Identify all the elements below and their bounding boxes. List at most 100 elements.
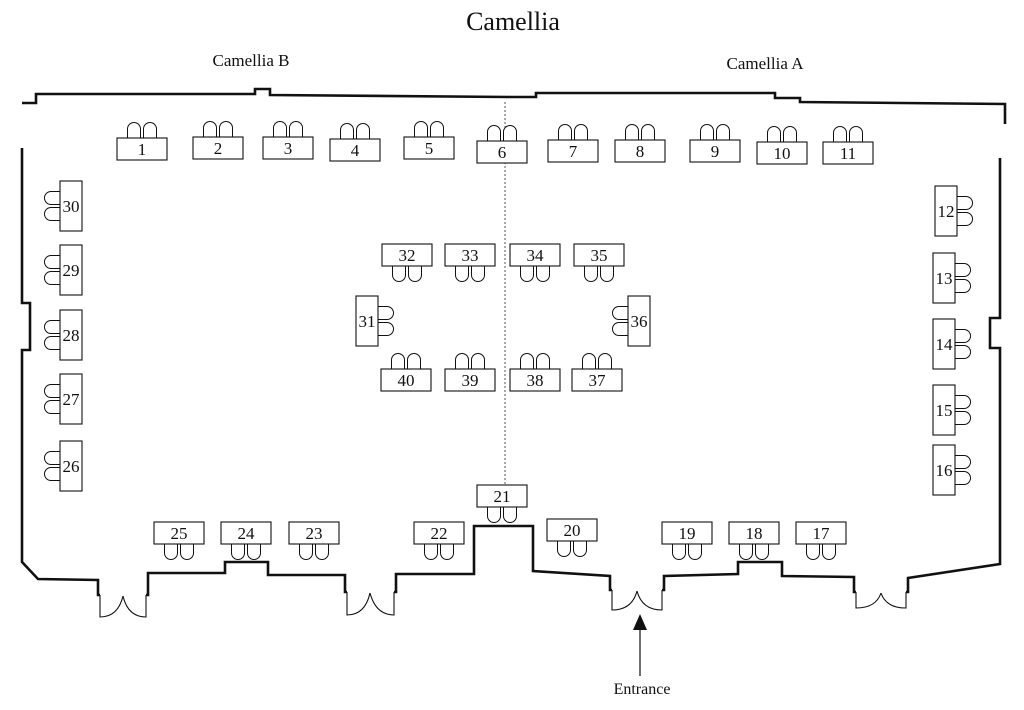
booth-22[interactable]: 22 bbox=[413, 521, 465, 560]
chair-icon bbox=[954, 345, 971, 359]
booth-table bbox=[627, 295, 651, 347]
booth-number: 8 bbox=[636, 142, 645, 161]
booth-number: 3 bbox=[284, 139, 293, 158]
chair-icon bbox=[471, 353, 485, 370]
booth-16[interactable]: 16 bbox=[932, 444, 971, 496]
booth-table bbox=[153, 521, 205, 545]
booth-3[interactable]: 3 bbox=[262, 121, 314, 160]
chair-icon bbox=[44, 191, 61, 205]
booth-13[interactable]: 13 bbox=[932, 252, 971, 304]
booth-table bbox=[728, 521, 780, 545]
chair-icon bbox=[44, 384, 61, 398]
booth-number: 14 bbox=[936, 335, 954, 354]
chair-icon bbox=[954, 411, 971, 425]
booth-8[interactable]: 8 bbox=[614, 124, 666, 163]
chair-icon bbox=[391, 353, 405, 370]
booth-28[interactable]: 28 bbox=[44, 309, 83, 361]
booth-11[interactable]: 11 bbox=[822, 126, 874, 165]
chair-icon bbox=[536, 353, 550, 370]
booth-number: 13 bbox=[936, 269, 953, 288]
top-wall bbox=[22, 87, 1007, 124]
chair-icon bbox=[783, 126, 797, 143]
booth-31[interactable]: 31 bbox=[355, 295, 394, 347]
booth-number: 17 bbox=[813, 524, 831, 543]
booth-17[interactable]: 17 bbox=[795, 521, 847, 560]
chair-icon bbox=[487, 506, 501, 523]
door-southwest bbox=[99, 592, 147, 618]
chair-icon bbox=[625, 124, 639, 141]
booth-12[interactable]: 12 bbox=[934, 185, 973, 237]
chair-icon bbox=[247, 543, 261, 560]
booth-number: 28 bbox=[63, 326, 80, 345]
chair-icon bbox=[143, 122, 157, 139]
booth-40[interactable]: 40 bbox=[380, 353, 432, 392]
booth-number: 15 bbox=[936, 401, 953, 420]
booth-20[interactable]: 20 bbox=[546, 518, 598, 557]
booth-35[interactable]: 35 bbox=[573, 243, 625, 282]
booth-25[interactable]: 25 bbox=[153, 521, 205, 560]
booth-7[interactable]: 7 bbox=[547, 124, 599, 163]
booth-number: 2 bbox=[214, 139, 223, 158]
booth-table bbox=[380, 368, 432, 392]
chair-icon bbox=[954, 263, 971, 277]
booth-34[interactable]: 34 bbox=[509, 243, 561, 282]
booth-23[interactable]: 23 bbox=[288, 521, 340, 560]
chair-icon bbox=[44, 320, 61, 334]
booth-table bbox=[116, 137, 168, 161]
booth-30[interactable]: 30 bbox=[44, 180, 83, 232]
chair-icon bbox=[954, 455, 971, 469]
booth-number: 29 bbox=[63, 261, 80, 280]
chair-icon bbox=[612, 306, 629, 320]
booth-4[interactable]: 4 bbox=[329, 123, 381, 162]
booth-39[interactable]: 39 bbox=[444, 353, 496, 392]
booth-1[interactable]: 1 bbox=[116, 122, 168, 161]
booth-number: 34 bbox=[527, 246, 545, 265]
chair-icon bbox=[414, 121, 428, 138]
booth-33[interactable]: 33 bbox=[444, 243, 496, 282]
booth-37[interactable]: 37 bbox=[571, 353, 623, 392]
booth-table bbox=[934, 185, 958, 237]
chair-icon bbox=[315, 543, 329, 560]
door-south-center-left bbox=[346, 589, 395, 616]
booth-29[interactable]: 29 bbox=[44, 244, 83, 296]
booth-15[interactable]: 15 bbox=[932, 384, 971, 436]
booth-table bbox=[571, 368, 623, 392]
booth-27[interactable]: 27 bbox=[44, 373, 83, 425]
booth-9[interactable]: 9 bbox=[689, 124, 741, 163]
booth-table bbox=[932, 444, 956, 496]
chair-icon bbox=[557, 540, 571, 557]
booth-24[interactable]: 24 bbox=[220, 521, 272, 560]
chair-icon bbox=[822, 543, 836, 560]
booth-number: 31 bbox=[359, 312, 376, 331]
booth-5[interactable]: 5 bbox=[403, 121, 455, 160]
booth-21[interactable]: 21 bbox=[476, 484, 528, 523]
booth-number: 32 bbox=[399, 246, 416, 265]
booth-table bbox=[661, 521, 713, 545]
booth-36[interactable]: 36 bbox=[612, 295, 651, 347]
chair-icon bbox=[503, 125, 517, 142]
booth-10[interactable]: 10 bbox=[756, 126, 808, 165]
booth-32[interactable]: 32 bbox=[381, 243, 433, 282]
chair-icon bbox=[455, 353, 469, 370]
chair-icon bbox=[767, 126, 781, 143]
booth-19[interactable]: 19 bbox=[661, 521, 713, 560]
chair-icon bbox=[739, 543, 753, 560]
plan-title: Camellia bbox=[466, 7, 560, 36]
chair-icon bbox=[600, 265, 614, 282]
chair-icon bbox=[273, 121, 287, 138]
chair-icon bbox=[44, 207, 61, 221]
booth-number: 30 bbox=[63, 197, 80, 216]
booth-26[interactable]: 26 bbox=[44, 440, 83, 492]
booth-2[interactable]: 2 bbox=[192, 121, 244, 160]
booth-14[interactable]: 14 bbox=[932, 318, 971, 370]
booth-number: 25 bbox=[171, 524, 188, 543]
chair-icon bbox=[582, 353, 596, 370]
booth-table bbox=[932, 318, 956, 370]
chair-icon bbox=[954, 329, 971, 343]
booth-table bbox=[59, 440, 83, 492]
booth-18[interactable]: 18 bbox=[728, 521, 780, 560]
exterior-walls bbox=[20, 87, 1007, 597]
booth-6[interactable]: 6 bbox=[476, 125, 528, 164]
booth-38[interactable]: 38 bbox=[509, 353, 561, 392]
